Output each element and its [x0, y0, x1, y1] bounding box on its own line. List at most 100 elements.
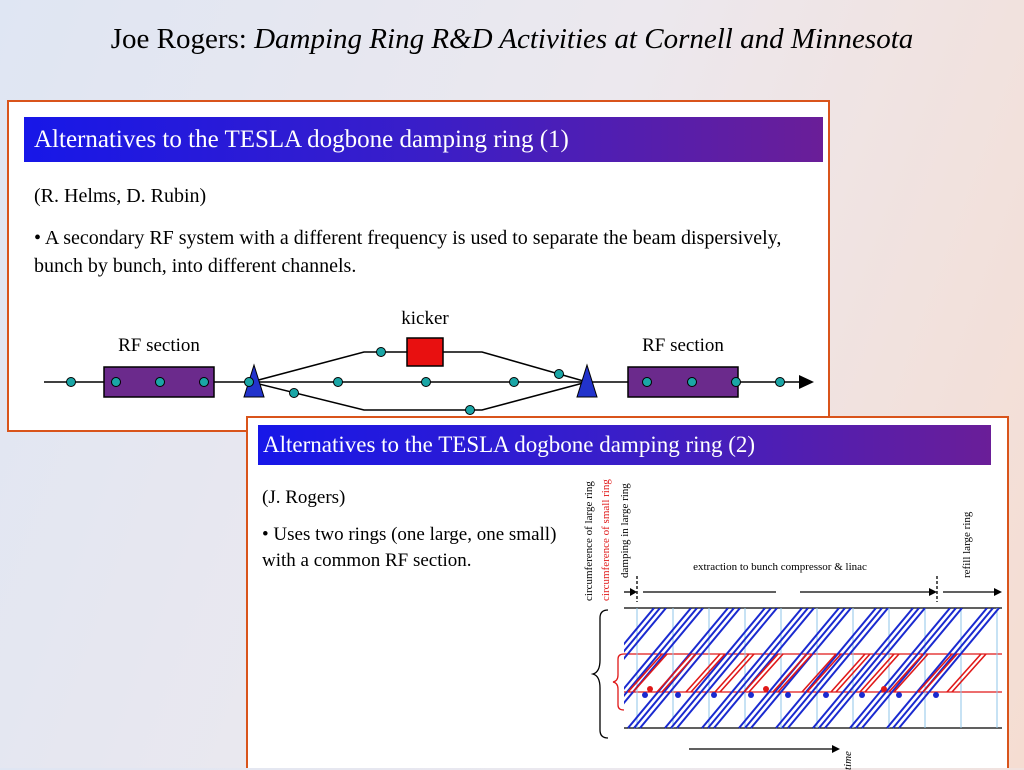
panel2-bullet: • Uses two rings (one large, one small) …: [262, 524, 557, 571]
bunch-marker: [896, 692, 902, 698]
bunch: [687, 377, 697, 387]
large-ring-trajectory: [701, 608, 803, 729]
bunch-marker: [763, 686, 769, 692]
small-ring-trajectory: [917, 653, 953, 693]
small-ring-trajectory: [922, 653, 958, 693]
bunch-marker: [785, 692, 791, 698]
bunch: [465, 405, 475, 415]
large-ring-trajectory: [886, 608, 988, 729]
small-ring-trajectory: [777, 653, 813, 693]
large-ring-trajectory: [639, 608, 741, 729]
large-ring-trajectory: [824, 608, 926, 729]
small-ring-trajectory: [656, 653, 692, 693]
small-ring-brace: [612, 653, 625, 711]
bunch-marker: [823, 692, 829, 698]
bunch-markers: [642, 686, 939, 698]
slide-title: Joe Rogers: Damping Ring R&D Activities …: [0, 22, 1024, 57]
large-ring-trajectory: [750, 608, 852, 729]
large-ring-trajectory: [624, 608, 655, 646]
large-ring-trajectory: [713, 608, 815, 729]
kicker-label: kicker: [401, 308, 449, 329]
small-ring-trajectory: [627, 653, 663, 693]
label-extraction: extraction to bunch compressor & linac: [693, 561, 867, 573]
panel-alternative-2: Alternatives to the TESLA dogbone dampin…: [246, 416, 1009, 770]
small-ring-trajectory: [661, 653, 697, 693]
bunch: [775, 377, 785, 387]
title-italic: Damping Ring R&D Activities at Cornell a…: [254, 23, 914, 55]
label-refill: refill large ring: [961, 511, 973, 578]
bunch: [509, 377, 519, 387]
small-ring-trajectory: [748, 653, 784, 693]
bunch-marker: [675, 692, 681, 698]
separation-diagram: RF section kicker RF section: [44, 308, 814, 415]
small-ring-trajectory: [806, 653, 842, 693]
large-ring-trajectory: [624, 608, 704, 705]
large-ring-trajectory: [738, 608, 840, 729]
large-ring-trajectory: [781, 608, 883, 729]
bunch: [155, 377, 165, 387]
large-ring-trajectory: [855, 608, 957, 729]
small-ring-trajectory: [690, 653, 726, 693]
small-ring-trajectory: [685, 653, 721, 693]
bunch-marker: [748, 692, 754, 698]
large-ring-trajectory: [676, 608, 778, 729]
label-large-circumference: circumference of large ring: [583, 481, 595, 601]
large-ring-trajectory: [898, 608, 1000, 729]
label-damping: damping in large ring: [619, 483, 631, 578]
small-ring-trajectory: [893, 653, 929, 693]
bunch: [66, 377, 76, 387]
label-time: time: [842, 751, 854, 770]
small-ring-trajectory: [859, 653, 895, 693]
bunch: [333, 377, 343, 387]
large-ring-trajectory: [892, 608, 994, 729]
bunch: [731, 377, 741, 387]
panel-alternative-1: Alternatives to the TESLA dogbone dampin…: [7, 100, 830, 432]
large-ring-trajectory: [624, 608, 667, 660]
beam-arrow: [799, 375, 814, 389]
bunch-marker: [711, 692, 717, 698]
large-ring-trajectory: [624, 608, 661, 653]
dipole-right: [576, 363, 598, 398]
title-prefix: Joe Rogers:: [110, 23, 247, 55]
rf-section-right-label: RF section: [642, 335, 724, 356]
bunch-marker: [881, 686, 887, 692]
kicker-box: [406, 337, 444, 367]
small-ring-trajectory: [632, 653, 668, 693]
bunch: [376, 347, 386, 357]
bunch: [642, 377, 652, 387]
small-ring-trajectory: [864, 653, 900, 693]
panel1-heading: Alternatives to the TESLA dogbone dampin…: [24, 117, 823, 162]
rf-section-left-label: RF section: [118, 335, 200, 356]
small-ring-trajectory: [714, 653, 750, 693]
bunch-marker: [933, 692, 939, 698]
large-ring-trajectory: [624, 608, 692, 690]
small-ring-trajectory: [946, 653, 982, 693]
bunch: [421, 377, 431, 387]
small-ring-trajectory: [835, 653, 871, 693]
bunch: [199, 377, 209, 387]
label-small-circumference: circumference of small ring: [600, 479, 612, 601]
small-ring-trajectory: [772, 653, 808, 693]
small-ring-trajectory: [801, 653, 837, 693]
large-ring-trajectory: [775, 608, 877, 729]
large-ring-trajectory: [849, 608, 951, 729]
bunch-marker: [642, 692, 648, 698]
large-ring-trajectory: [812, 608, 914, 729]
small-ring-trajectory: [951, 653, 987, 693]
panel1-authors: (R. Helms, D. Rubin): [34, 185, 207, 207]
small-ring-trajectory: [719, 653, 755, 693]
large-ring-trajectory: [707, 608, 809, 729]
panel1-bullet: • A secondary RF system with a different…: [34, 227, 782, 277]
bunch: [111, 377, 121, 387]
large-ring-trajectory: [787, 608, 889, 729]
large-ring-trajectory: [818, 608, 920, 729]
panel2-authors: (J. Rogers): [262, 487, 346, 508]
small-ring-trajectory: [888, 653, 924, 693]
bunch-trajectories: [624, 608, 1000, 729]
timing-diagram: circumference of large ring circumferenc…: [583, 479, 1002, 770]
bunch: [244, 377, 254, 387]
large-ring-trajectory: [664, 608, 766, 729]
small-ring-trajectory: [743, 653, 779, 693]
large-ring-trajectory: [670, 608, 772, 729]
bunch-marker: [859, 692, 865, 698]
